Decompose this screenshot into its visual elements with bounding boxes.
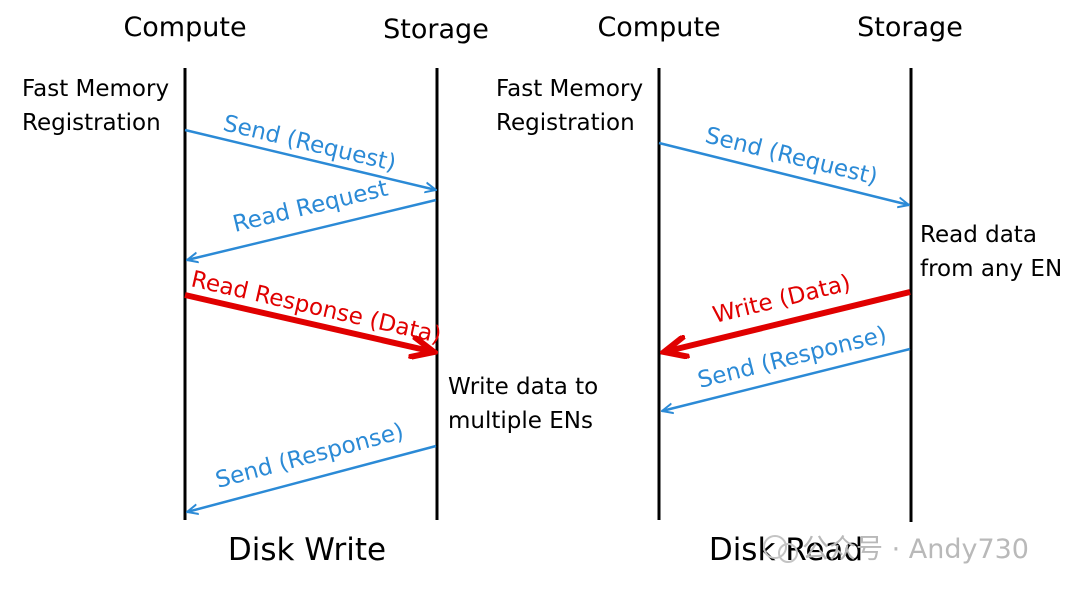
wechat-icon — [763, 535, 787, 559]
send-response-arrow — [187, 444, 437, 512]
read-response-arrow — [184, 292, 434, 352]
send-response-arrow — [662, 347, 911, 411]
write-data-label: Write (Data) — [710, 270, 853, 329]
compute-header: Compute — [597, 12, 720, 43]
compute-header: Compute — [123, 12, 246, 43]
storage-header: Storage — [857, 12, 963, 43]
watermark: 公众号 · Andy730 — [763, 534, 1029, 565]
fast-memory-note-line2: Registration — [22, 110, 161, 136]
storage-header: Storage — [383, 14, 489, 45]
send-request-label: Send (Request) — [703, 123, 881, 191]
write-data-note-line1: Write data to — [448, 374, 598, 400]
fast-memory-note-line1: Fast Memory — [22, 76, 169, 102]
send-response-label: Send (Response) — [695, 322, 889, 394]
write-data-note-line2: multiple ENs — [448, 408, 593, 434]
read-response-label: Read Response (Data) — [189, 267, 444, 349]
watermark-text: 公众号 · Andy730 — [802, 534, 1029, 565]
write-data-arrow — [664, 289, 911, 352]
fast-memory-note-line2: Registration — [496, 110, 635, 136]
read-data-note-line2: from any EN — [920, 256, 1062, 282]
read-request-arrow — [187, 198, 437, 260]
disk-read-diagram: Compute Storage Fast Memory Registration… — [496, 12, 1062, 568]
fast-memory-note-line1: Fast Memory — [496, 76, 643, 102]
read-request-label: Read Request — [230, 176, 390, 238]
send-response-label: Send (Response) — [213, 419, 407, 494]
read-data-note-line1: Read data — [920, 222, 1037, 248]
disk-write-caption: Disk Write — [228, 532, 386, 568]
send-request-arrow — [658, 141, 909, 205]
send-request-arrow — [184, 128, 436, 190]
